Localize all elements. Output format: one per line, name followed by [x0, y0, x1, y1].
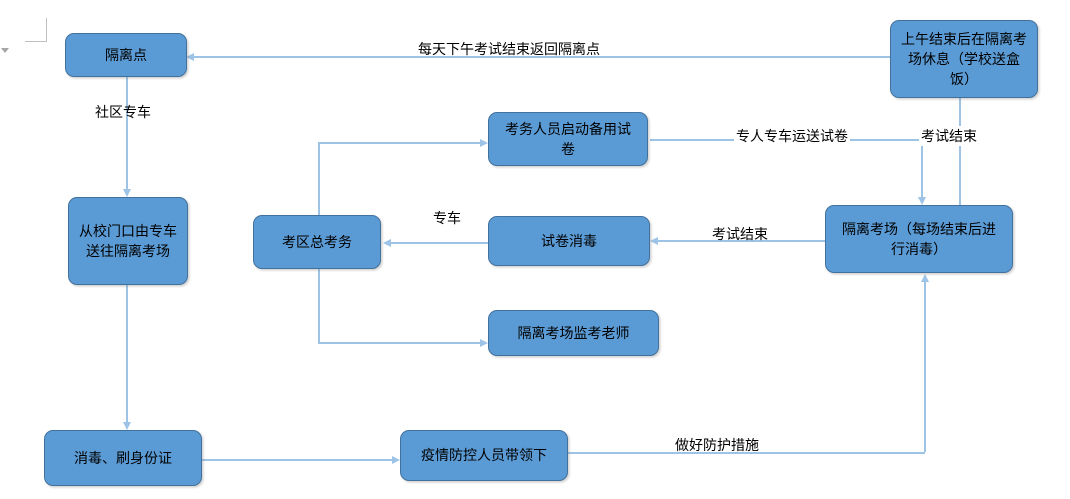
connector-exam-end-top-line [959, 98, 961, 205]
connector-paper-transport-vline [921, 139, 923, 199]
node-exam-affairs[interactable]: 考区总考务 [253, 215, 381, 269]
node-invigilator[interactable]: 隔离考场监考老师 [488, 310, 659, 356]
connector-protective-arrowhead-icon [921, 274, 929, 282]
edge-label-special-car: 专车 [433, 210, 461, 226]
node-paper-disinfect[interactable]: 试卷消毒 [488, 216, 650, 266]
connector-idcheck-guide-arrowhead-icon [392, 456, 400, 464]
connector-return-arrowhead-icon [186, 53, 194, 61]
connector-invigilator-branch-vline [318, 269, 320, 342]
connector-community-car-arrowhead-icon [123, 189, 131, 197]
edge-label-exam-end-top: 考试结束 [919, 126, 979, 146]
edge-label-exam-end-mid: 考试结束 [712, 226, 768, 242]
connector-protective-hline [568, 452, 925, 454]
node-school-gate[interactable]: 从校门口由专车送往隔离考场 [68, 197, 188, 285]
connector-special-car-arrowhead-icon [383, 239, 391, 247]
connector-special-car-line [390, 242, 488, 244]
connector-invigilator-branch-hline [318, 342, 482, 344]
connector-idcheck-guide-line [202, 459, 394, 461]
connector-paper-transport-arrowhead-icon [918, 197, 926, 205]
node-quarantine-point[interactable]: 隔离点 [65, 33, 187, 77]
connector-exam-end-mid-line [657, 240, 825, 242]
margin-marker-icon [1, 48, 9, 53]
node-morning-rest[interactable]: 上午结束后在隔离考场休息（学校送盒饭） [890, 20, 1038, 98]
connector-backup-branch-vline [318, 142, 320, 215]
connector-backup-branch-hline [318, 142, 482, 144]
connector-exam-end-mid-arrowhead-icon [650, 237, 658, 245]
edge-label-return: 每天下午考试结束返回隔离点 [418, 41, 600, 57]
connector-to-idcheck-arrowhead-icon [123, 422, 131, 430]
connector-invigilator-branch-arrowhead-icon [480, 339, 488, 347]
connector-community-car-line [126, 77, 128, 190]
node-id-check[interactable]: 消毒、刷身份证 [44, 430, 202, 486]
node-quarantine-room[interactable]: 隔离考场（每场结束后进行消毒） [825, 205, 1013, 273]
connector-return-line [193, 56, 890, 58]
node-guide[interactable]: 疫情防控人员带领下 [400, 430, 568, 481]
page-corner-mark-vertical [46, 18, 47, 42]
connector-to-idcheck-line [126, 285, 128, 423]
edge-label-community-car: 社区专车 [95, 104, 151, 120]
connector-backup-branch-arrowhead-icon [480, 139, 488, 147]
connector-protective-vline [924, 282, 926, 452]
edge-label-paper-transport: 专人专车运送试卷 [734, 126, 850, 146]
page-corner-mark-horizontal [25, 41, 47, 42]
node-backup-paper[interactable]: 考务人员启动备用试卷 [488, 112, 648, 166]
edge-label-protective-measures: 做好防护措施 [675, 437, 759, 453]
